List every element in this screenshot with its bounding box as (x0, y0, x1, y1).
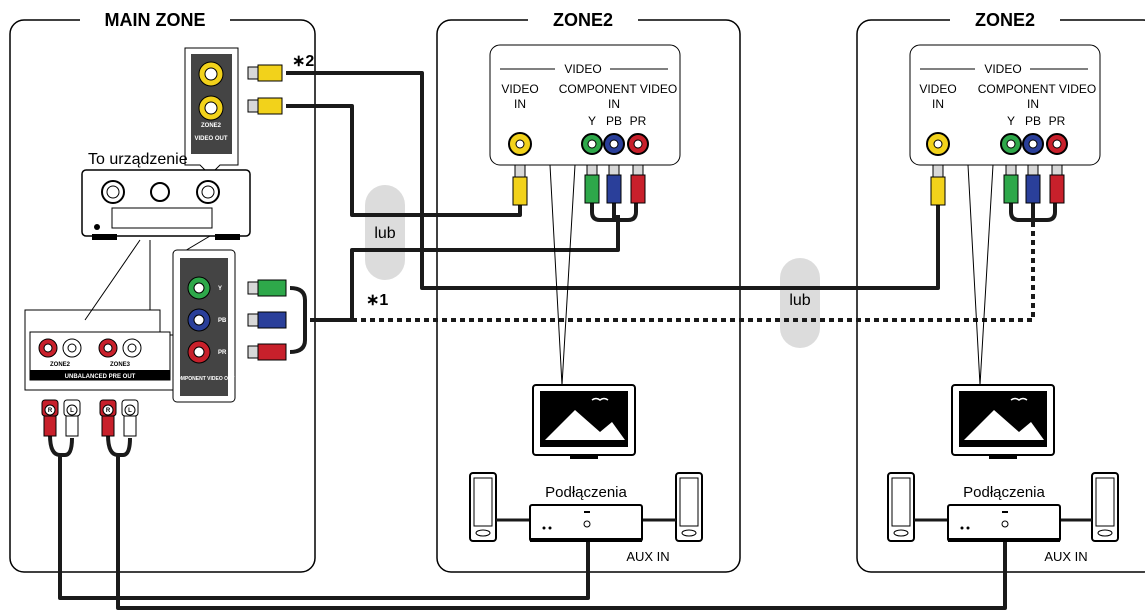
svg-text:L: L (128, 408, 132, 414)
callout-pre-out (84, 239, 151, 321)
audio-cable-zone2 (48, 434, 590, 600)
svg-text:R: R (48, 408, 53, 414)
component-out-text: COMPONENT VIDEO OUT (173, 376, 234, 382)
svg-text:R: R (106, 408, 111, 414)
zone3-video-in-2: IN (932, 97, 944, 111)
zone3-component-in-1: COMPONENT VIDEO (978, 82, 1096, 96)
video-cable-zone2 (286, 104, 522, 217)
zone2-component-in-2: IN (608, 97, 620, 111)
zone3-pb-label: PB (1025, 114, 1041, 128)
lub-label-1: lub (374, 225, 395, 242)
zone3-speaker-right (1091, 472, 1119, 542)
note-star2: ∗2 (292, 53, 314, 70)
zone3-title: ZONE2 (975, 10, 1035, 30)
zone2-pr-label: PR (630, 114, 647, 128)
zone2-pb-label: PB (606, 114, 622, 128)
zone2-amp-label: Podłączenia (545, 484, 627, 501)
receiver-unit (81, 169, 251, 240)
zone2-video-in-2: IN (514, 97, 526, 111)
zone2-video-in-1: VIDEO (501, 82, 538, 96)
zone3-amp-label: Podłączenia (963, 484, 1045, 501)
zone3-video-heading: VIDEO (984, 62, 1021, 76)
zone3-component-plugs (1003, 164, 1065, 204)
zone3-amp (947, 504, 1061, 542)
zone2-aux-in: AUX IN (626, 549, 669, 564)
component-pr-text: PR (218, 350, 227, 356)
video-out-text: VIDEO OUT (194, 136, 227, 142)
zone2-speaker-left (469, 472, 497, 542)
zone3-aux-in: AUX IN (1044, 549, 1087, 564)
lub-label-2: lub (789, 292, 810, 309)
zone2-component-plugs (584, 164, 646, 204)
component-pb-text: PB (218, 318, 227, 324)
audio-plug-zone3-r: R (99, 399, 117, 437)
audio-cable-zone3 (106, 434, 1007, 610)
zone2-title: ZONE2 (553, 10, 613, 30)
zone3-component-in-2: IN (1027, 97, 1039, 111)
note-star1: ∗1 (366, 292, 388, 309)
audio-plug-zone2-l: L (63, 399, 81, 437)
device-label: To urządzenie (88, 151, 188, 168)
pre-out-zone3-text: ZONE3 (110, 362, 131, 368)
video-cable-zone3 (286, 71, 940, 290)
zone3-panel-tv-lines (967, 164, 994, 386)
yellow-rca-plug-1 (247, 64, 283, 82)
video-out-zone2-text: ZONE2 (201, 123, 222, 129)
pre-out-zone2-text: ZONE2 (50, 362, 71, 368)
component-cable-zone3-dotted (352, 218, 1035, 322)
zone2-speaker-right (675, 472, 703, 542)
zone3-speaker-left (887, 472, 915, 542)
lub-blob-2 (780, 258, 820, 348)
yellow-rca-plug-2 (247, 97, 283, 115)
zone3-y-label: Y (1007, 114, 1015, 128)
audio-plug-zone3-l: L (121, 399, 139, 437)
lub-blob-1 (365, 185, 405, 280)
zone2-y-label: Y (588, 114, 596, 128)
zone2-video-heading: VIDEO (564, 62, 601, 76)
main-zone-title: MAIN ZONE (105, 10, 206, 30)
component-plug-green (247, 279, 287, 297)
zone2-tv (532, 384, 636, 459)
component-plug-red (247, 343, 287, 361)
svg-text:L: L (70, 408, 74, 414)
audio-plug-zone2-r: R (41, 399, 59, 437)
zone2-component-in-1: COMPONENT VIDEO (559, 82, 677, 96)
component-cable-zone2 (310, 215, 620, 322)
zone2-video-plug (512, 164, 528, 206)
zone3-video-plug (930, 164, 946, 206)
zone3-pr-label: PR (1049, 114, 1066, 128)
zone2-panel-tv-lines (549, 164, 576, 386)
component-y-text: Y (218, 286, 222, 292)
pre-out-label: UNBALANCED PRE OUT (65, 374, 136, 380)
component-plug-blue (247, 311, 287, 329)
zone3-tv (951, 384, 1055, 459)
zone2-amp (529, 504, 643, 542)
component-merge (289, 286, 307, 354)
zone3-video-in-1: VIDEO (919, 82, 956, 96)
